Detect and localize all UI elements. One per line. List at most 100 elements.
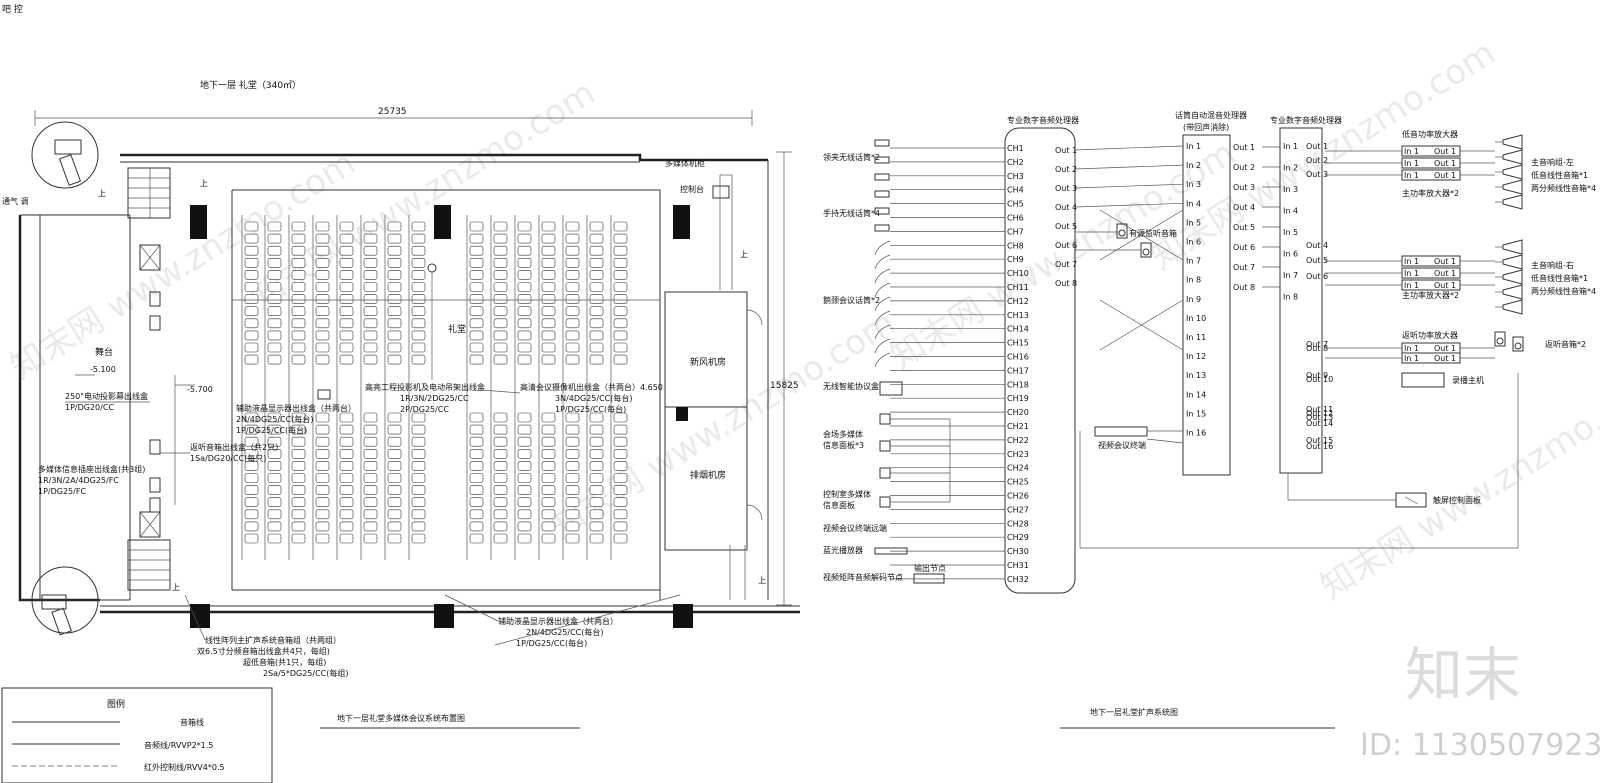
seat	[493, 412, 508, 423]
p1-channel: CH14	[1007, 325, 1029, 334]
p1-channel: CH7	[1007, 227, 1024, 236]
up-label-1: 上	[200, 179, 208, 188]
monitor-speaker: 有源监听音箱	[1075, 223, 1177, 258]
seat	[291, 461, 306, 471]
p3-out: Out 5	[1306, 256, 1328, 265]
svg-text:2P/DG25/CC: 2P/DG25/CC	[400, 405, 449, 414]
seat	[411, 257, 426, 268]
processor-1-title: 专业数字音频处理器	[1007, 115, 1079, 125]
seat	[315, 270, 330, 280]
seat	[267, 424, 282, 435]
seat	[387, 412, 402, 423]
video-conf-remote-label: 视频会议终端远端	[823, 523, 887, 533]
p1-out: Out 6	[1055, 241, 1077, 250]
p3-out: Out 7	[1306, 340, 1328, 349]
seat	[339, 485, 354, 495]
processor-1-box	[1004, 127, 1076, 594]
seat	[613, 330, 628, 341]
p2-in: In 13	[1186, 371, 1206, 380]
seat	[291, 342, 306, 353]
seat	[493, 318, 508, 329]
gooseneck-mic-icon	[874, 240, 891, 256]
seat	[493, 245, 508, 256]
seat	[517, 233, 532, 244]
seat	[541, 354, 556, 365]
seat	[469, 533, 484, 544]
seat	[517, 424, 532, 435]
p3-in: In 6	[1283, 250, 1298, 259]
system-caption: 地下一层礼堂扩声系统图	[1090, 707, 1178, 717]
link-line	[1074, 183, 1184, 189]
system-diagram: 专业数字音频处理器 CH1CH2CH3CH4CH5CH6CH7CH8CH9CH1…	[823, 110, 1596, 594]
p1-channel: CH16	[1007, 353, 1029, 362]
amp-out-label: Out 1	[1434, 281, 1456, 290]
p1-channel: CH27	[1007, 505, 1029, 514]
seat	[387, 233, 402, 244]
annotation-line-array: 线性阵列主扩声系统音箱组（共两组） 双6.5寸分频音箱出线盒共4只，每组) 超低…	[184, 594, 349, 678]
seat	[541, 282, 556, 292]
p3-out: Out 12	[1306, 409, 1333, 418]
p2-in: In 14	[1186, 390, 1206, 399]
line-array-speaker-bottom	[31, 566, 99, 636]
amp-in-label: In 1	[1404, 344, 1419, 353]
p3-in: In 2	[1283, 164, 1298, 173]
seat	[613, 436, 628, 447]
seat	[565, 245, 580, 256]
seat	[469, 424, 484, 435]
amp-in-label: In 1	[1404, 257, 1419, 266]
seat	[387, 473, 402, 483]
seat	[339, 318, 354, 329]
seat	[613, 354, 628, 365]
seat	[315, 436, 330, 447]
annotation-monitor-speaker: 返听音箱出线盒（共2只） 1Sa/DG20/CC(每只)	[160, 442, 283, 463]
seat	[589, 270, 604, 280]
fresh-air-room: 新风机房	[690, 356, 726, 368]
link-line	[1074, 202, 1184, 208]
p2-in: In 7	[1186, 257, 1201, 266]
seat	[339, 306, 354, 317]
seat	[315, 521, 330, 532]
seat	[244, 245, 259, 256]
video-conf-terminal: 视频会议终端	[1079, 373, 1519, 549]
seat	[411, 424, 426, 435]
seat	[565, 461, 580, 471]
seat	[387, 270, 402, 280]
seating-area	[232, 215, 660, 560]
seat	[339, 473, 354, 483]
seat	[363, 533, 378, 544]
seat	[267, 354, 282, 365]
seat	[613, 245, 628, 256]
input-devices: 领夹无线话筒*2 手持无线话筒*4 鹅颈会议话筒*2 无线智能协议盒 会场多媒体…	[823, 139, 951, 584]
seat	[493, 461, 508, 471]
p3-out: Out 8	[1306, 344, 1328, 353]
seat	[339, 424, 354, 435]
p1-channel: CH28	[1007, 519, 1029, 528]
seat	[363, 354, 378, 365]
seat	[291, 270, 306, 280]
seat	[517, 257, 532, 268]
p1-channel: CH4	[1007, 186, 1024, 195]
svg-text:2N/4DG25/CC(每台): 2N/4DG25/CC(每台)	[236, 414, 314, 424]
seat	[315, 533, 330, 544]
seat	[291, 282, 306, 292]
seat	[363, 282, 378, 292]
seat	[469, 330, 484, 341]
seat	[387, 294, 402, 304]
seat	[244, 497, 259, 508]
seat	[469, 436, 484, 447]
seat	[387, 306, 402, 317]
seat	[291, 354, 306, 365]
legend: 图例 音箱线 音频线/RVVP2*1.5 红外控制线/RVV4*0.5	[1, 687, 273, 783]
seat	[517, 342, 532, 353]
seat	[517, 270, 532, 280]
up-label-3: 上	[740, 250, 748, 259]
amp-in-label: In 1	[1404, 159, 1419, 168]
seat	[589, 473, 604, 483]
seat	[267, 282, 282, 292]
seat	[493, 533, 508, 544]
p2-in: In 8	[1186, 276, 1201, 285]
seat	[267, 485, 282, 495]
panel-icon	[879, 440, 891, 452]
left-group-title: 主音响组-左	[1531, 157, 1574, 167]
